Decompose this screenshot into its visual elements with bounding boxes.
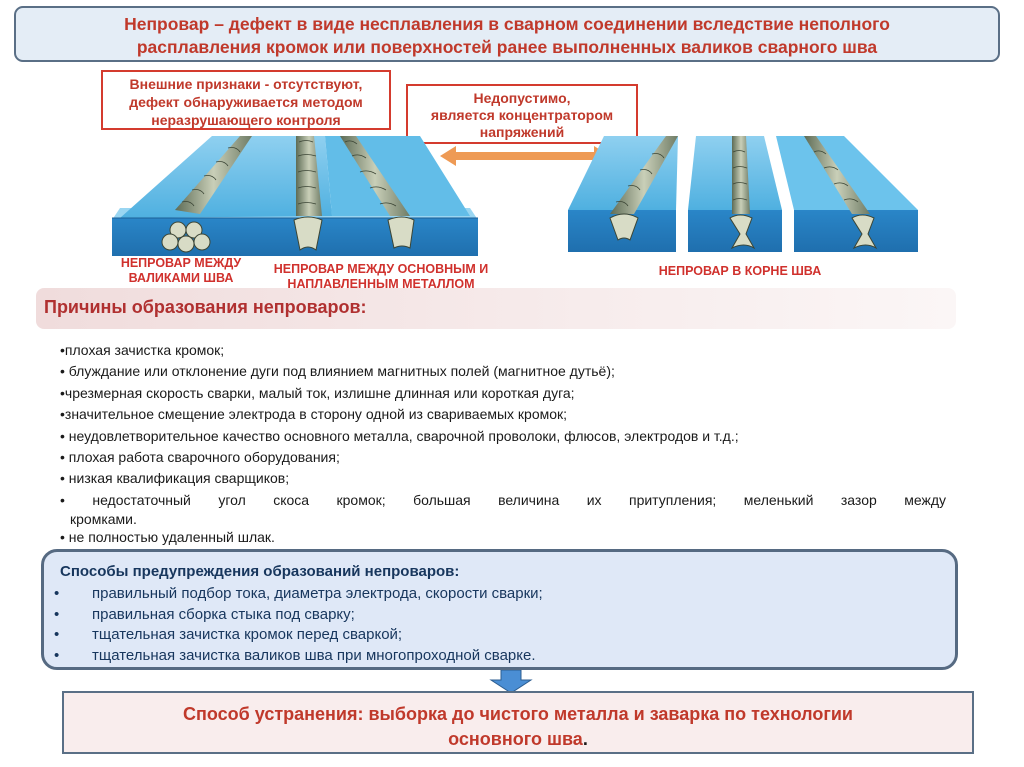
prevention-item: • правильный подбор тока, диаметра электр… <box>54 584 543 605</box>
fix-line-2-main: основного шва <box>448 729 583 749</box>
prevention-item-text: правильная сборка стыка под сварку; <box>92 605 355 623</box>
cause-item: •чрезмерная скорость сварки, малый ток, … <box>60 384 575 401</box>
label-root: НЕПРОВАР В КОРНЕ ШВА <box>658 264 822 278</box>
double-arrow <box>440 146 610 166</box>
prevention-box: Способы предупреждения образований непро… <box>41 549 958 670</box>
cause-item: •плохая зачистка кромок; <box>60 342 225 358</box>
prevention-item: • тщательная зачистка кромок перед сварко… <box>54 625 543 646</box>
cause-item: • плохая работа сварочного оборудования; <box>60 449 340 466</box>
bullet-icon: • <box>54 585 60 602</box>
external-signs-line-3: неразрушающего контроля <box>151 112 341 128</box>
label-between-beads-line-2: ВАЛИКАМИ ШВА <box>128 271 234 285</box>
fix-line-1: Способ устранения: выборка до чистого ме… <box>183 704 853 724</box>
prevention-item-text: тщательная зачистка кромок перед сваркой… <box>92 626 403 643</box>
title-line-1: Непровар – дефект в виде несплавления в … <box>124 14 890 34</box>
bullet-icon: • <box>54 626 60 643</box>
prevention-item: • правильная сборка стыка под сварку; <box>54 605 543 626</box>
external-signs-line-2: дефект обнаруживается методом <box>129 94 363 110</box>
label-between-beads: НЕПРОВАР МЕЖДУ ВАЛИКАМИ ШВА <box>106 256 256 286</box>
label-base-metal-line-2: НАПЛАВЛЕННЫМ МЕТАЛЛОМ <box>287 277 475 291</box>
external-signs-line-1: Внешние признаки - отсутствуют, <box>129 76 363 92</box>
fix-line-2-tail: . <box>582 729 588 749</box>
title-line-2: расплавления кромок или поверхностей ран… <box>136 37 878 57</box>
right-plate-assembly <box>568 136 918 252</box>
unacceptable-callout: Недопустимо, является концентратором нап… <box>406 84 638 144</box>
label-base-metal: НЕПРОВАР МЕЖДУ ОСНОВНЫМ И НАПЛАВЛЕННЫМ М… <box>256 262 506 292</box>
external-signs-callout: Внешние признаки - отсутствуют, дефект о… <box>101 70 391 130</box>
cause-item-continuation: кромками. <box>60 511 946 527</box>
cause-item: • недостаточный угол скоса кромок; больш… <box>60 491 946 508</box>
prevention-item-text: правильный подбор тока, диаметра электро… <box>92 585 543 602</box>
fix-box: Способ устранения: выборка до чистого ме… <box>62 691 974 754</box>
fix-line-2: основного шва. <box>64 727 972 752</box>
page-title: Непровар – дефект в виде несплавления в … <box>16 13 998 59</box>
left-plate-assembly <box>112 136 478 256</box>
cause-item: • блуждание или отклонение дуги под влия… <box>60 363 615 380</box>
weld-defect-illustration <box>112 136 918 256</box>
causes-header: Причины образования непроваров: <box>36 288 956 329</box>
bullet-icon: • <box>54 646 60 664</box>
down-arrow-icon <box>489 670 533 694</box>
cause-item: • не полностью удаленный шлак. <box>60 529 275 546</box>
bullet-icon: • <box>54 605 60 623</box>
label-between-beads-line-1: НЕПРОВАР МЕЖДУ <box>120 256 242 270</box>
cause-item: • неудовлетворительное качество основног… <box>60 427 739 444</box>
unacceptable-line-1: Недопустимо, <box>473 90 571 106</box>
prevention-item-text: тщательная зачистка валиков шва при мног… <box>92 646 536 664</box>
label-base-metal-line-1: НЕПРОВАР МЕЖДУ ОСНОВНЫМ И <box>273 262 489 276</box>
fix-text: Способ устранения: выборка до чистого ме… <box>64 702 972 752</box>
cause-item: • низкая квалификация сварщиков; <box>60 470 290 487</box>
cause-item: •значительное смещение электрода в сторо… <box>60 406 568 423</box>
unacceptable-line-2: является концентратором <box>430 107 614 123</box>
prevention-item: • тщательная зачистка валиков шва при мно… <box>54 646 543 667</box>
cause-continuation-text: кромками. <box>70 511 137 528</box>
title-box: Непровар – дефект в виде несплавления в … <box>14 6 1000 62</box>
unacceptable-line-3: напряжений <box>479 124 565 140</box>
prevention-title: Способы предупреждения образований непро… <box>60 563 460 580</box>
prevention-list: • правильный подбор тока, диаметра электр… <box>54 584 543 666</box>
causes-title: Причины образования непроваров: <box>44 297 367 317</box>
causes-list: •плохая зачистка кромок; • блуждание или… <box>60 340 946 549</box>
